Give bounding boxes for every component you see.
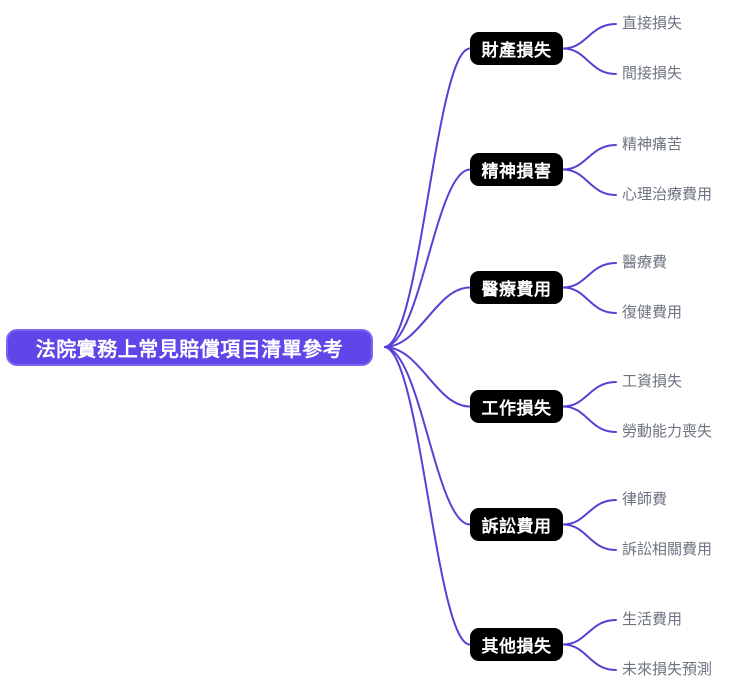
mindmap-branch-label: 財產損失 — [481, 41, 552, 60]
mindmap-branch-node[interactable]: 醫療費用 — [470, 271, 563, 304]
connector-branch-3-to-leaf-2 — [562, 286, 617, 314]
connector-branch-5-to-leaf-1 — [562, 499, 617, 526]
mindmap-branch-node[interactable]: 其他損失 — [470, 628, 563, 661]
connector-root-to-branch-1 — [384, 47, 471, 348]
mindmap-branch-label: 精神損害 — [481, 162, 552, 181]
mindmap-leaf-label[interactable]: 直接損失 — [622, 15, 683, 32]
mindmap-leaf-label[interactable]: 工資損失 — [622, 373, 683, 390]
connector-branch-1-to-leaf-1 — [562, 23, 617, 50]
mindmap-branch-node[interactable]: 訴訟費用 — [470, 508, 563, 541]
connector-branch-6-to-leaf-2 — [562, 643, 617, 671]
connector-branch-2-to-leaf-2 — [562, 168, 617, 196]
mindmap-root-node[interactable]: 法院實務上常見賠償項目清單參考 — [6, 329, 373, 366]
mindmap-branch-node[interactable]: 精神損害 — [470, 153, 563, 186]
connector-branch-5-to-leaf-2 — [562, 523, 617, 551]
connector-root-to-branch-4 — [384, 346, 471, 408]
connector-branch-4-to-leaf-2 — [562, 405, 617, 433]
mindmap-branch-label: 醫療費用 — [481, 280, 552, 299]
mindmap-leaf-label[interactable]: 未來損失預測 — [622, 661, 713, 678]
connector-branch-4-to-leaf-1 — [562, 381, 617, 408]
connector-root-to-branch-6 — [384, 346, 471, 646]
mindmap-root-label: 法院實務上常見賠償項目清單參考 — [35, 339, 344, 361]
connector-root-to-branch-3 — [384, 286, 471, 348]
connector-branch-3-to-leaf-1 — [562, 262, 617, 289]
mindmap-leaf-label[interactable]: 訴訟相關費用 — [622, 541, 713, 558]
mindmap-leaf-label[interactable]: 醫療費 — [622, 254, 668, 271]
mindmap-leaf-label[interactable]: 律師費 — [622, 491, 668, 508]
mindmap-branch-label: 其他損失 — [481, 637, 552, 656]
mindmap-leaf-label[interactable]: 勞動能力喪失 — [622, 423, 713, 440]
mindmap-branch-label: 訴訟費用 — [481, 517, 552, 536]
connector-root-to-branch-5 — [384, 346, 471, 526]
mindmap-leaf-label[interactable]: 心理治療費用 — [622, 186, 713, 203]
connector-branch-2-to-leaf-1 — [562, 144, 617, 171]
connector-branch-1-to-leaf-2 — [562, 47, 617, 75]
mindmap-branch-label: 工作損失 — [481, 399, 552, 418]
mindmap-leaf-label[interactable]: 間接損失 — [622, 65, 683, 82]
connector-root-to-branch-2 — [384, 168, 471, 348]
mindmap-leaf-label[interactable]: 生活費用 — [622, 611, 683, 628]
mindmap-branch-node[interactable]: 財產損失 — [470, 32, 563, 65]
mindmap-branch-node[interactable]: 工作損失 — [470, 390, 563, 423]
connector-branch-6-to-leaf-1 — [562, 619, 617, 646]
mindmap-leaf-label[interactable]: 精神痛苦 — [622, 136, 683, 153]
mindmap-leaf-label[interactable]: 復健費用 — [622, 304, 683, 321]
